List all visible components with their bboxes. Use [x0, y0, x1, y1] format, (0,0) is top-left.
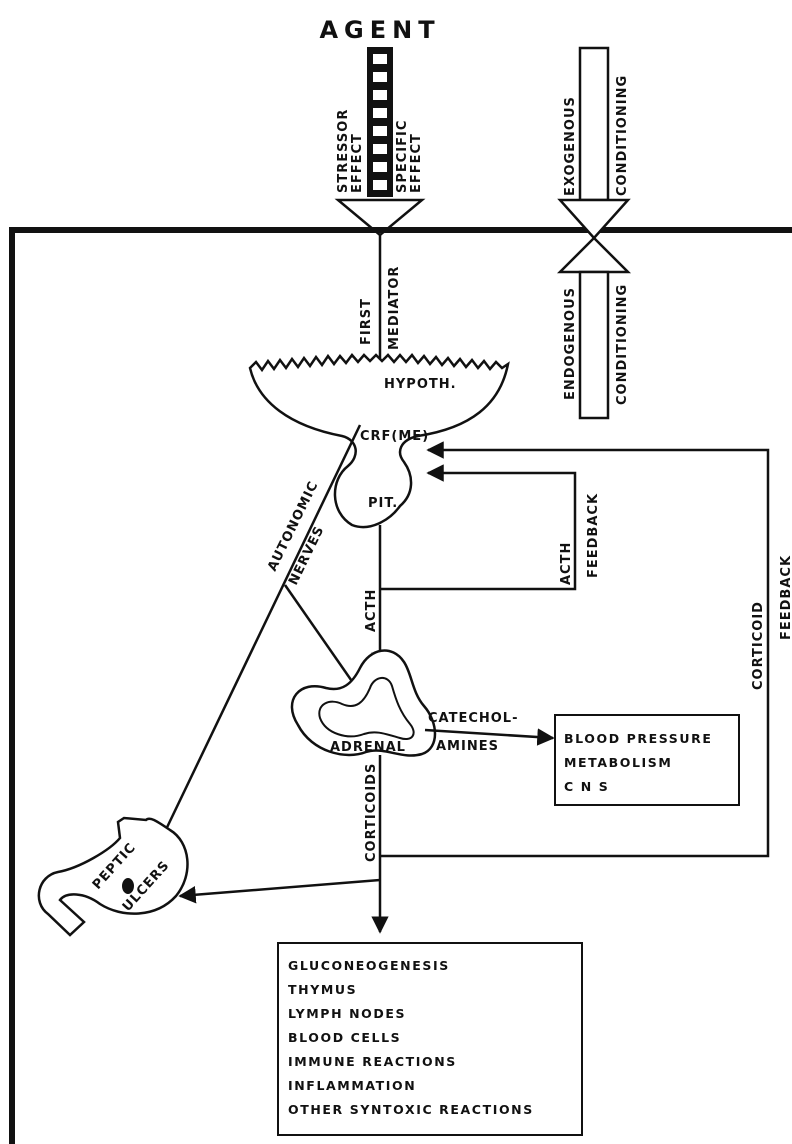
- catechol-label: CATECHOL-: [428, 711, 519, 726]
- agent-column: [367, 47, 393, 197]
- acth-feedback-label: FEEDBACK: [586, 493, 601, 578]
- catecholamine-targets-box: [554, 714, 740, 806]
- target-gluconeogenesis: GLUCONEOGENESIS: [288, 958, 450, 973]
- pituitary-label: PIT.: [368, 496, 398, 511]
- exogenous-arrowhead: [557, 198, 631, 240]
- agent-arrowhead: [334, 198, 426, 237]
- stressor-effect-label: EFFECT: [350, 133, 365, 193]
- corticoids-to-stomach-line: [178, 878, 381, 904]
- target-other-syntoxic: OTHER SYNTOXIC REACTIONS: [288, 1102, 534, 1117]
- target-immune-reactions: IMMUNE REACTIONS: [288, 1054, 457, 1069]
- corticoid-feedback-line: [380, 441, 770, 858]
- stomach: [37, 816, 189, 937]
- corticoid-feedback-corticoid-label: CORTICOID: [751, 601, 766, 690]
- crf-label: CRF(ME): [360, 429, 429, 444]
- target-inflammation: INFLAMMATION: [288, 1078, 416, 1093]
- endogenous-conditioning-label: CONDITIONING: [615, 284, 630, 405]
- amines-label: AMINES: [436, 739, 499, 754]
- agent-title: AGENT: [319, 16, 440, 44]
- acth-label: ACTH: [364, 589, 379, 632]
- corticoid-feedback-label: FEEDBACK: [779, 555, 792, 640]
- mediator-label: MEDIATOR: [387, 266, 402, 350]
- exogenous-label: EXOGENOUS: [563, 96, 578, 196]
- adrenal-label: ADRENAL: [330, 740, 406, 755]
- metabolism-item: METABOLISM: [564, 755, 672, 770]
- specific-effect-label: EFFECT: [409, 133, 424, 193]
- autonomic-to-stomach-line: [158, 424, 362, 844]
- hypothalamus-label: HYPOTH.: [384, 377, 457, 392]
- hypothalamus-pituitary: [248, 353, 510, 529]
- acth-feedback-acth-label: ACTH: [559, 542, 574, 585]
- target-lymph-nodes: LYMPH NODES: [288, 1006, 406, 1021]
- exogenous-column: [578, 46, 610, 202]
- corticoids-label: CORTICOIDS: [364, 763, 379, 862]
- target-thymus: THYMUS: [288, 982, 357, 997]
- organism-boundary: [9, 227, 792, 1144]
- corticoid-targets-box: [277, 942, 583, 1136]
- target-blood-cells: BLOOD CELLS: [288, 1030, 401, 1045]
- endogenous-column: [578, 270, 610, 420]
- exogenous-conditioning-label: CONDITIONING: [615, 75, 630, 196]
- adrenal-medulla: [318, 677, 415, 740]
- catecholamines-line: [424, 728, 555, 746]
- stressor-label: STRESSOR: [336, 109, 351, 193]
- endogenous-arrowhead: [556, 236, 632, 274]
- specific-label: SPECIFIC: [395, 120, 410, 193]
- cns-item: C N S: [564, 779, 609, 794]
- ulcer-spot: [122, 878, 134, 894]
- endogenous-label: ENDOGENOUS: [563, 287, 578, 400]
- acth-feedback-line: [380, 464, 577, 591]
- blood-pressure-item: BLOOD PRESSURE: [564, 731, 713, 746]
- first-mediator-label: FIRST: [359, 298, 374, 345]
